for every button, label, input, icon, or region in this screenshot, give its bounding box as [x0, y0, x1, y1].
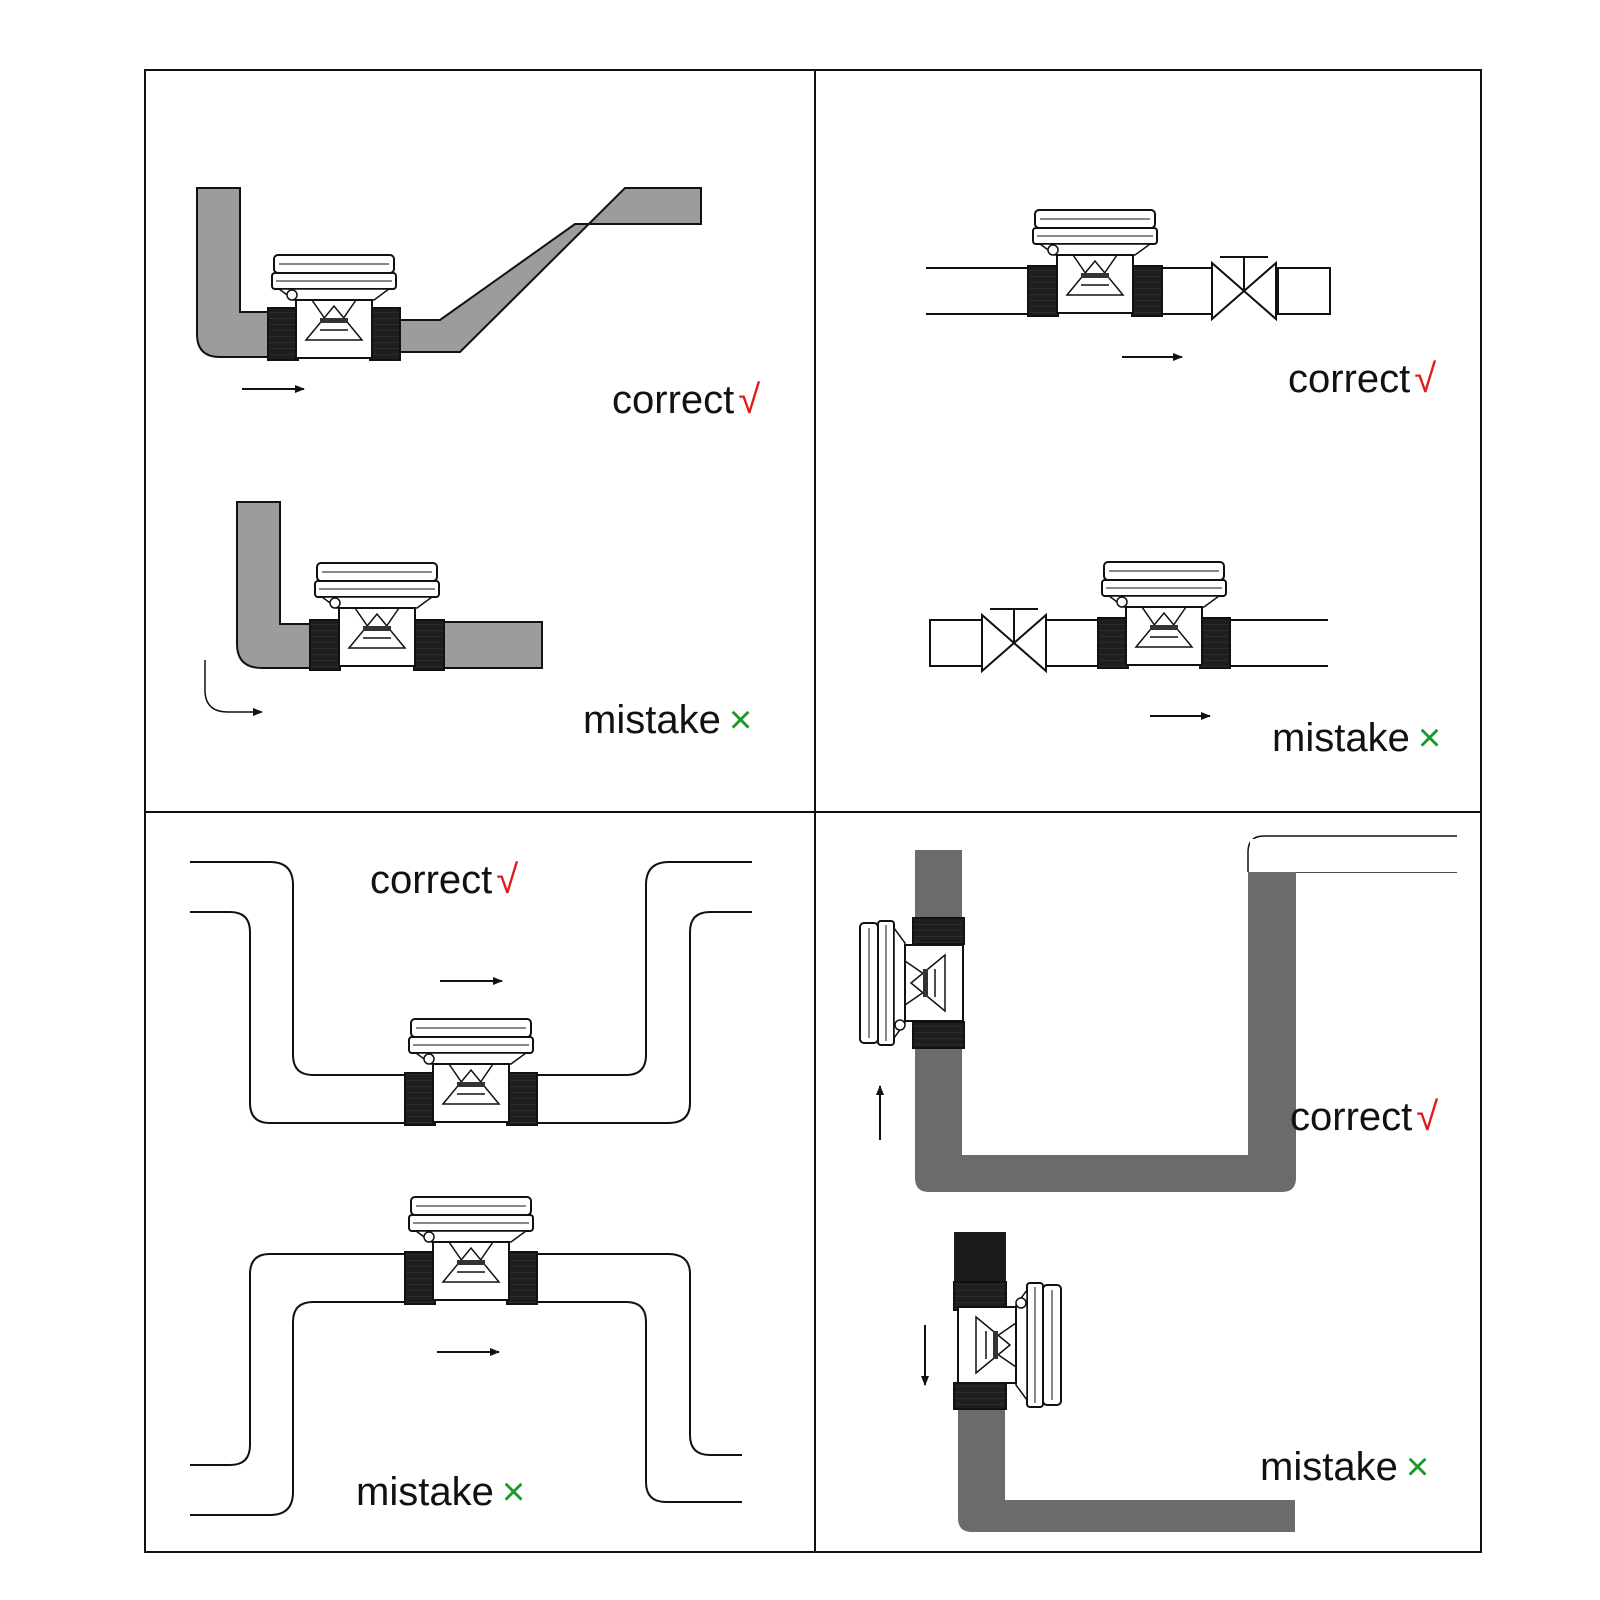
pipe-mistake: [953, 1232, 1295, 1532]
pipe-mistake: [929, 561, 1328, 672]
label-correct: correct√: [612, 378, 760, 422]
cross-mark-icon: ×: [1406, 1445, 1429, 1489]
label-correct: correct√: [1288, 357, 1436, 401]
gate-valve-icon: [1211, 256, 1277, 320]
check-mark-icon: √: [1414, 357, 1436, 401]
grid-frame: [144, 69, 1482, 1553]
check-mark-icon: √: [738, 378, 760, 422]
label-mistake: mistake×: [583, 698, 752, 742]
pipe-mistake: [190, 1196, 742, 1516]
check-mark-icon: √: [496, 858, 518, 902]
cross-mark-icon: ×: [729, 698, 752, 742]
panel-bottom-right: correct√ mistake×: [859, 835, 1457, 1532]
panel-bottom-left: correct√ mistake×: [190, 858, 752, 1516]
pipe-mistake: [236, 501, 543, 671]
pipe-correct: [196, 187, 702, 361]
label-mistake: mistake×: [1272, 716, 1441, 760]
pipe-correct: [926, 209, 1331, 320]
check-mark-icon: √: [1416, 1095, 1438, 1139]
cross-mark-icon: ×: [502, 1470, 525, 1514]
flow-arrow-icon: [204, 660, 263, 716]
cross-mark-icon: ×: [1418, 716, 1441, 760]
panel-top-left: correct√ mistake×: [196, 187, 760, 742]
panel-top-right: correct√ mistake×: [926, 209, 1441, 760]
label-correct: correct√: [370, 858, 518, 902]
gate-valve-icon: [981, 608, 1047, 672]
label-correct: correct√: [1290, 1095, 1438, 1139]
pipe-correct: [859, 835, 1457, 1192]
label-mistake: mistake×: [1260, 1445, 1429, 1489]
label-mistake: mistake×: [356, 1470, 525, 1514]
pipe-correct: [190, 861, 752, 1126]
